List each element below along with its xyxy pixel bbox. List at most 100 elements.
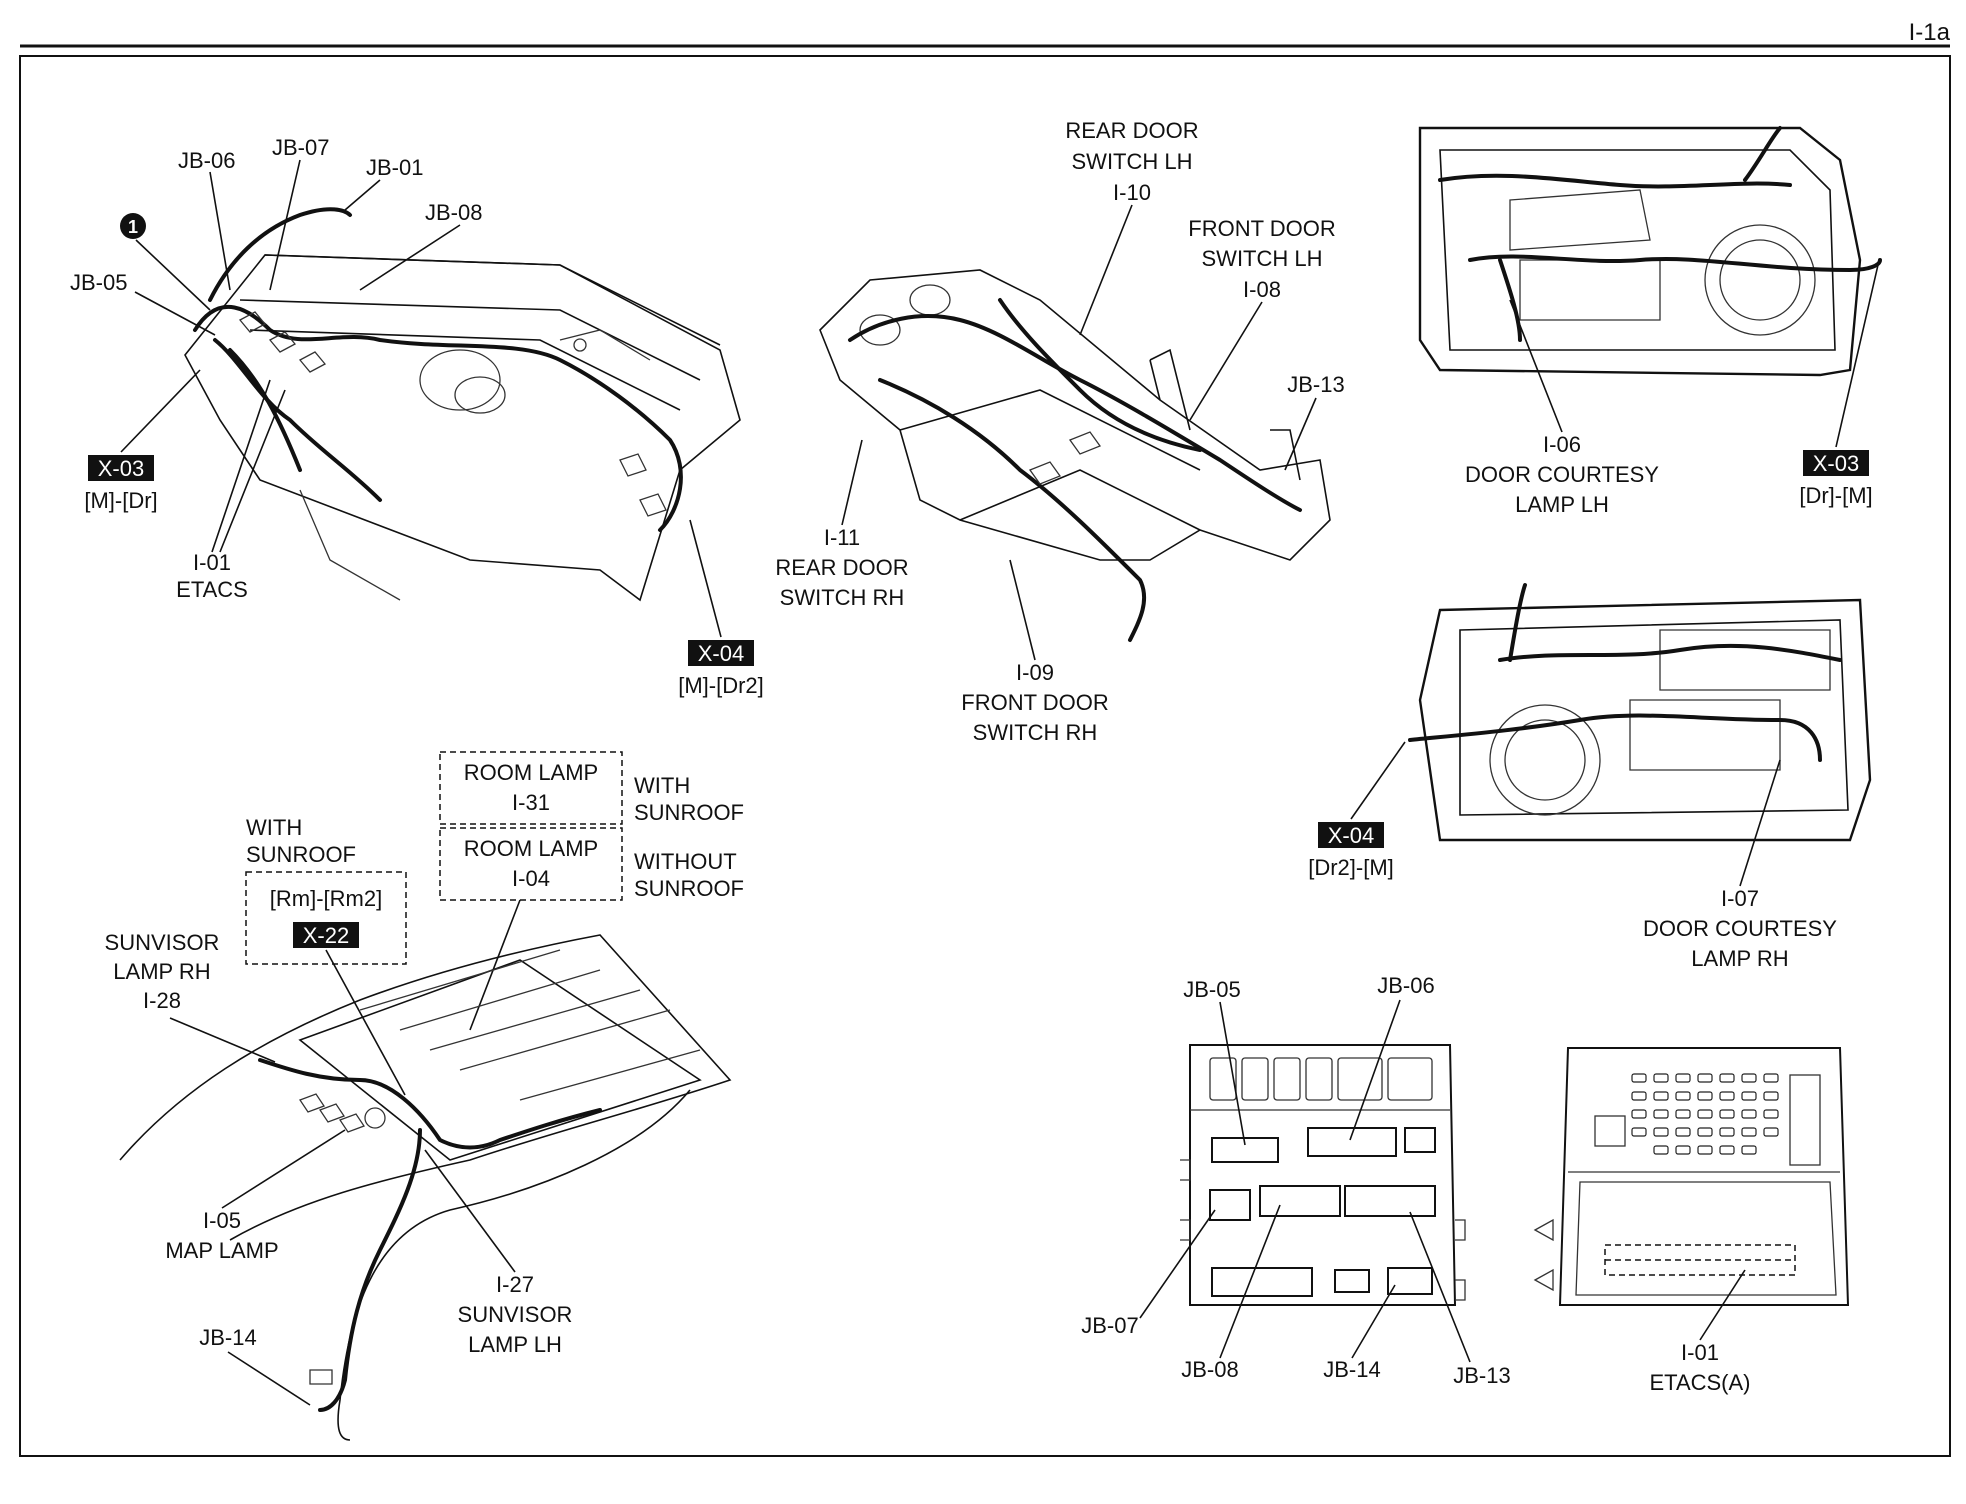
rear-door-lh-3: I-10 — [1113, 180, 1151, 205]
fuse-slot — [1719, 1145, 1735, 1155]
label-jb-07-dash: JB-07 — [272, 135, 329, 160]
marker-number: 1 — [128, 217, 138, 237]
rear-door-lh-1: REAR DOOR — [1065, 118, 1198, 143]
front-door-lh-3: I-08 — [1243, 277, 1281, 302]
diagram-frame — [19, 55, 1951, 1457]
jb-top-jb06: JB-06 — [1377, 973, 1434, 998]
tag-x04-dash — [688, 640, 754, 666]
etacs-unit-name: ETACS(A) — [1649, 1370, 1750, 1395]
sunvisor-lh-1: I-27 — [496, 1272, 534, 1297]
fuse-slot — [1719, 1127, 1735, 1137]
page-id: I-1a — [1909, 19, 1951, 46]
rear-door-rh-3: SWITCH RH — [780, 585, 905, 610]
door-rh-tag-sub: [Dr2]-[M] — [1308, 855, 1394, 880]
etacs-fuse-grid — [1631, 1073, 1779, 1155]
fuse-slot — [1653, 1109, 1669, 1119]
room-lamp-i31-1: ROOM LAMP — [464, 760, 598, 785]
door-lh-illustration — [1418, 126, 1882, 377]
fuse-slot — [1741, 1145, 1757, 1155]
etacs-unit-code: I-01 — [1681, 1340, 1719, 1365]
jb-bot-jb14: JB-14 — [1323, 1357, 1380, 1382]
room-lamp-i04-1: ROOM LAMP — [464, 836, 598, 861]
label-jb-08-dash: JB-08 — [425, 200, 482, 225]
fuse-slot — [1763, 1127, 1779, 1137]
rear-door-rh-1: I-11 — [824, 525, 860, 550]
fuse-slot — [1631, 1127, 1647, 1137]
front-door-rh-2: FRONT DOOR — [961, 690, 1108, 715]
fuse-slot — [1675, 1073, 1691, 1083]
jb-13-floor: JB-13 — [1287, 372, 1344, 397]
label-jb-06-dash: JB-06 — [178, 148, 235, 173]
jb-bot-jb07: JB-07 — [1081, 1313, 1138, 1338]
fuse-slot — [1763, 1109, 1779, 1119]
fuse-slot — [1675, 1109, 1691, 1119]
fuse-slot — [1719, 1109, 1735, 1119]
door-rh-courtesy-1: I-07 — [1721, 886, 1759, 911]
etacs-unit-illustration — [1533, 1047, 1850, 1306]
fuse-slot — [1697, 1145, 1713, 1155]
fuse-slot — [1631, 1091, 1647, 1101]
marker-circle — [120, 213, 146, 239]
fuse-slot — [1675, 1145, 1691, 1155]
fuse-slot — [1631, 1109, 1647, 1119]
sunvisor-rh-3: I-28 — [143, 988, 181, 1013]
jb-bot-jb08: JB-08 — [1181, 1357, 1238, 1382]
room-lamp-i04-box — [439, 827, 623, 901]
fuse-slot — [1675, 1091, 1691, 1101]
door-rh-courtesy-3: LAMP RH — [1691, 946, 1788, 971]
door-rh-illustration — [1408, 583, 1872, 842]
with-sunroof-a-2: SUNROOF — [634, 800, 744, 825]
rm-connector-box — [245, 871, 407, 965]
sunvisor-rh-2: LAMP RH — [113, 959, 210, 984]
fuse-slot — [1763, 1073, 1779, 1083]
fuse-slot — [1653, 1145, 1669, 1155]
rear-door-lh-2: SWITCH LH — [1072, 149, 1193, 174]
label-jb-05-dash: JB-05 — [70, 270, 127, 295]
floor-harness-illustration — [819, 269, 1331, 642]
tag-x22-text: X-22 — [303, 923, 349, 948]
sunvisor-lh-3: LAMP LH — [468, 1332, 562, 1357]
with-sunroof-b-1: WITH — [246, 815, 302, 840]
fuse-slot — [1697, 1073, 1713, 1083]
door-lh-tag-sub: [Dr]-[M] — [1799, 483, 1872, 508]
tag-x03-dash-text: X-03 — [98, 456, 144, 481]
fuse-slot — [1653, 1073, 1669, 1083]
jb-top-jb05: JB-05 — [1183, 977, 1240, 1002]
door-lh-courtesy-2: DOOR COURTESY — [1465, 462, 1659, 487]
fuse-slot — [1697, 1127, 1713, 1137]
map-lamp-1: I-05 — [203, 1208, 241, 1233]
junction-block-illustration — [1180, 1044, 1466, 1306]
fuse-slot — [1653, 1127, 1669, 1137]
with-sunroof-a-1: WITH — [634, 773, 690, 798]
fuse-slot — [1719, 1091, 1735, 1101]
room-lamp-i31-2: I-31 — [512, 790, 550, 815]
fuse-slot — [1697, 1091, 1713, 1101]
front-door-lh-2: SWITCH LH — [1202, 246, 1323, 271]
fuse-slot — [1763, 1091, 1779, 1101]
x04-dash-sub: [M]-[Dr2] — [678, 673, 764, 698]
label-jb-01: JB-01 — [366, 155, 423, 180]
tag-x04-door — [1318, 822, 1384, 848]
x03-dash-sub: [M]-[Dr] — [84, 488, 157, 513]
tag-x03-dash — [88, 455, 154, 481]
sunvisor-lh-2: SUNVISOR — [458, 1302, 573, 1327]
etacs-name-dash: ETACS — [176, 577, 248, 602]
tag-x04-dash-text: X-04 — [698, 641, 744, 666]
fuse-slot — [1697, 1109, 1713, 1119]
tag-x03-door — [1803, 450, 1869, 476]
roof-illustration — [119, 934, 732, 1441]
tag-x03-door-text: X-03 — [1813, 451, 1859, 476]
room-lamp-i31-box — [439, 751, 623, 825]
door-lh-courtesy-1: I-06 — [1543, 432, 1581, 457]
fuse-slot — [1741, 1109, 1757, 1119]
fuse-slot — [1675, 1127, 1691, 1137]
front-door-lh-1: FRONT DOOR — [1188, 216, 1335, 241]
front-door-rh-1: I-09 — [1016, 660, 1054, 685]
without-sunroof-2: SUNROOF — [634, 876, 744, 901]
jb-14-roof: JB-14 — [199, 1325, 256, 1350]
fuse-slot — [1719, 1073, 1735, 1083]
door-rh-courtesy-2: DOOR COURTESY — [1643, 916, 1837, 941]
without-sunroof-1: WITHOUT — [634, 849, 737, 874]
etacs-code-dash: I-01 — [193, 550, 231, 575]
with-sunroof-b-2: SUNROOF — [246, 842, 356, 867]
